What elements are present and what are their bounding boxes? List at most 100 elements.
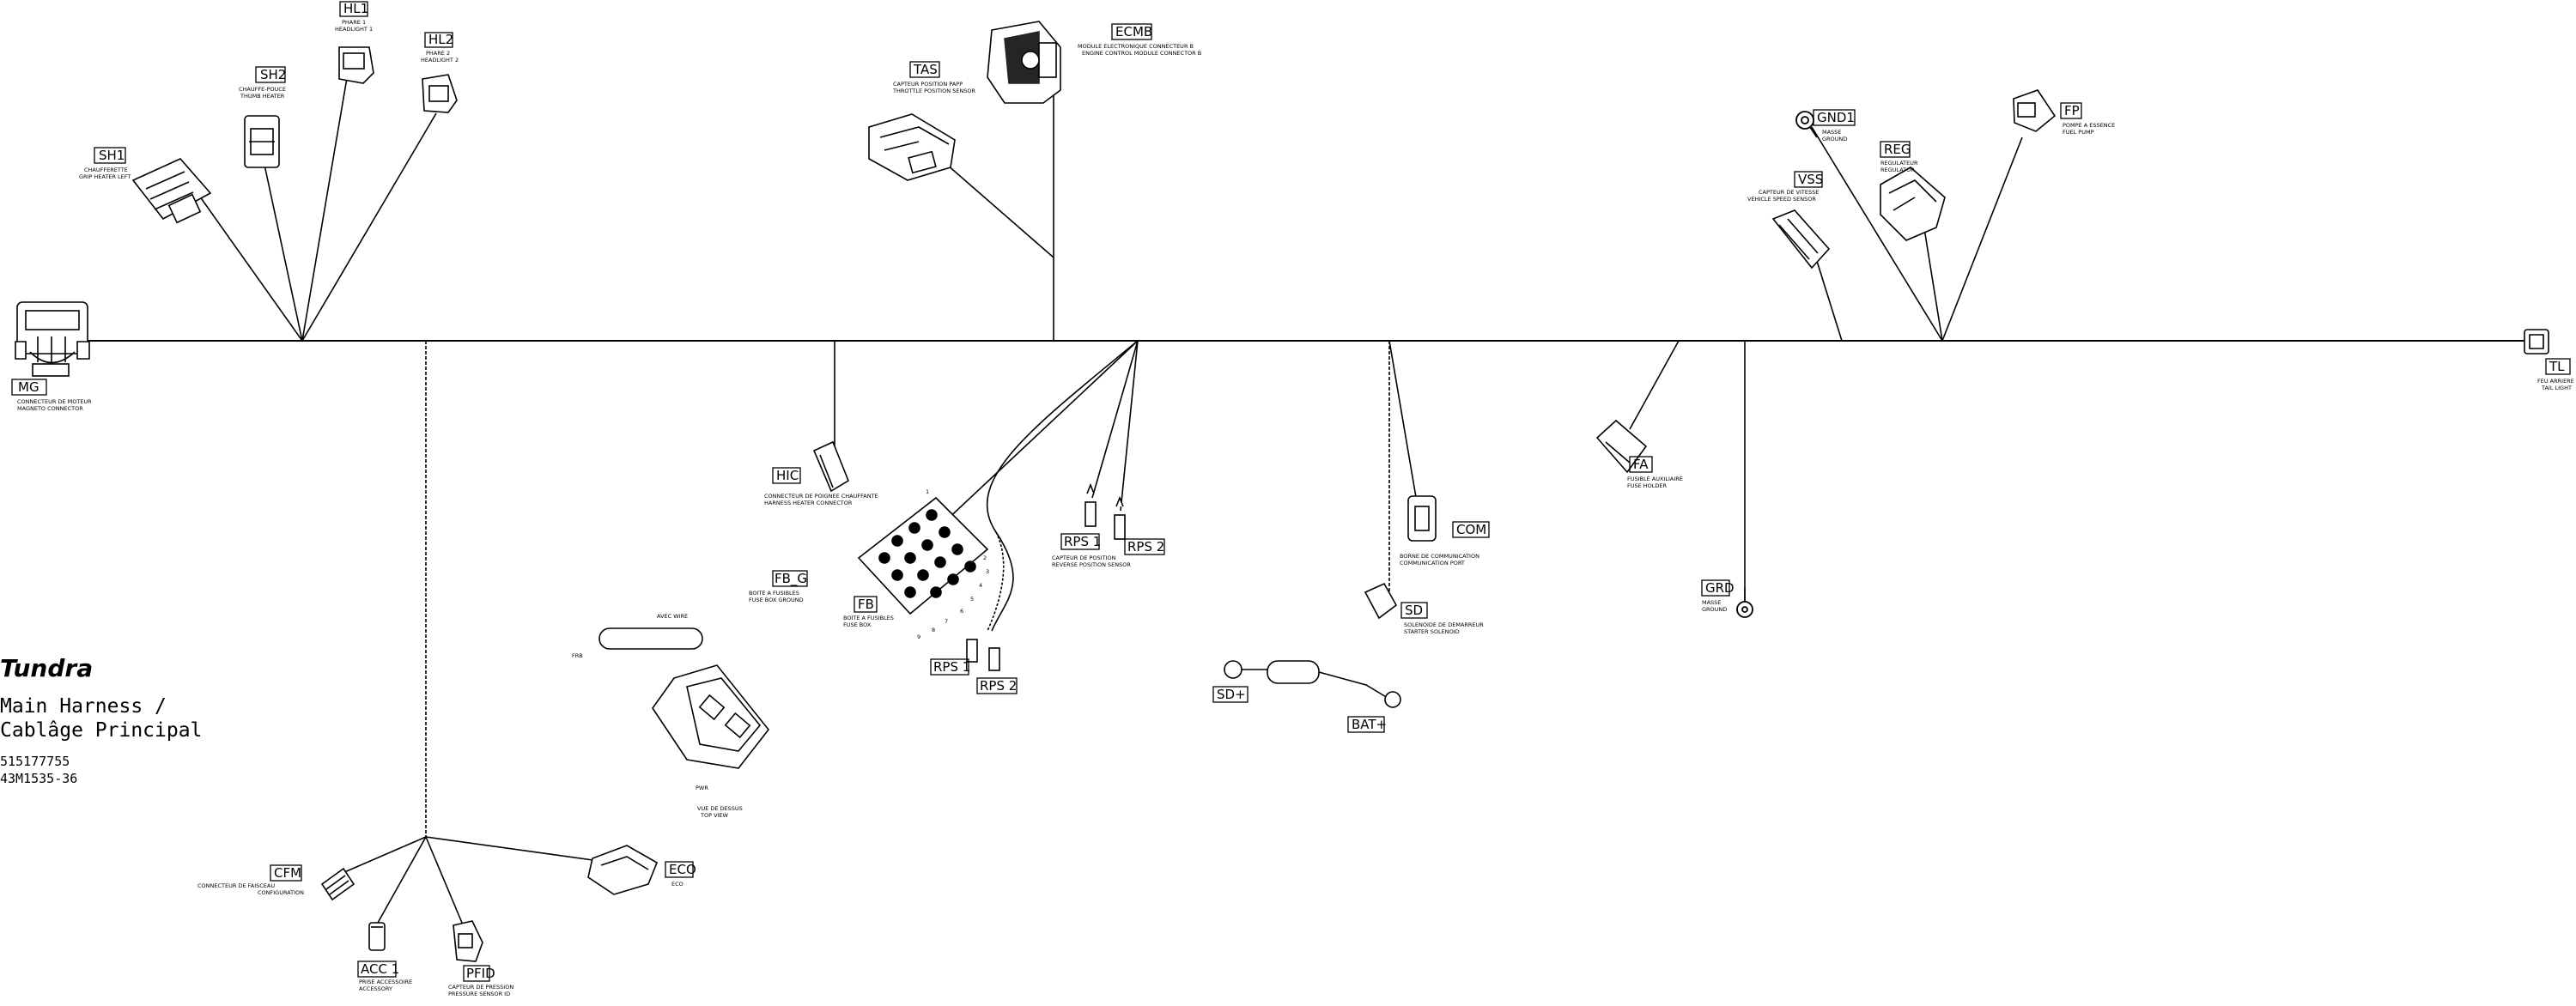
desc-frb-pwr: PWR [696,785,708,791]
model-name: Tundra [0,654,94,682]
desc-fp-1: POMPE A ESSENCE [2063,122,2115,129]
sh2-connector-icon [244,115,280,168]
desc-reg-1: REGULATEUR [1880,160,1918,167]
label-hl2: HL2 [428,32,453,47]
desc-frb-bottom-2: TOP VIEW [700,812,729,819]
fa-connector-icon [1595,419,1648,474]
title-english: Main Harness / [0,695,167,718]
fb-pin-4: 4 [979,582,982,589]
desc-tas-2: THROTTLE POSITION SENSOR [892,88,975,94]
desc-vss-2: VEHICLE SPEED SENSOR [1747,196,1816,203]
fb-pin-6: 6 [960,608,963,615]
desc-fb-2: FUSE BOX [843,621,872,628]
branch-wire-fp [1941,136,2023,342]
desc-sh2-1: CHAUFFE-POUCE [239,86,286,93]
label-tl: TL [2549,359,2565,374]
label-gnd1: GND1 [1817,110,1855,125]
sh1-connector-icon [131,158,212,224]
desc-acc1-2: ACCESSORY [359,985,392,992]
fb-fusebox-icon [857,496,989,615]
label-sh1: SH1 [99,148,125,163]
gnd1-terminal-icon [1795,111,1818,138]
desc-hl1-1: PHARE 1 [342,19,366,26]
hl2-connector-icon [422,74,458,113]
branch-wire-gnd1 [1811,126,1943,342]
title-french: Cablâge Principal [0,719,203,742]
fb-pin-1: 1 [926,488,929,495]
label-pfid: PFID [466,966,495,981]
desc-frb-left: FRB [572,652,583,659]
com-connector-icon [1407,495,1437,542]
mg-connector-icon [15,301,90,377]
label-hl1: HL1 [343,1,368,16]
ecmb-connector-icon [987,21,1061,104]
branch-wire-sh1 [197,192,303,342]
label-rps2-upper: RPS 2 [1127,539,1164,555]
label-grd: GRD [1705,580,1735,596]
desc-grd-1: MASSE [1702,599,1721,606]
label-acc1: ACC 1 [361,961,399,977]
desc-fa-2: FUSE HOLDER [1627,482,1668,489]
desc-hic-2: HARNESS HEATER CONNECTOR [764,500,853,506]
desc-grd-2: GROUND [1702,606,1727,613]
reg-connector-icon [1880,167,1946,241]
tl-connector-icon [2524,329,2549,355]
desc-hic-1: CONNECTEUR DE POIGNEE CHAUFFANTE [764,493,878,500]
branch-wire-rps-lower [986,340,1139,632]
desc-acc1-1: PRISE ACCESSOIRE [359,979,412,985]
fb-pin-2: 2 [983,555,987,561]
desc-sd-2: STARTER SOLENOID [1404,628,1460,635]
sd-connector-icon [1364,582,1398,620]
branch-wire-hl1 [301,72,349,342]
branch-wire-cfm [336,836,427,876]
branch-wire-reg [1923,222,1943,342]
desc-vss-1: CAPTEUR DE VITESSE [1759,189,1819,196]
desc-tl-2: TAIL LIGHT [2541,385,2572,391]
desc-fb-1: BOITE A FUSIBLES [843,615,894,621]
desc-ecmb-1: MODULE ELECTRONIQUE CONNECTEUR B [1078,43,1194,50]
label-reg: REG [1884,142,1911,157]
desc-fa-1: FUSIBLE AUXILIAIRE [1627,476,1683,482]
branch-wire-fa [1629,340,1680,430]
label-ecmb: ECMB [1115,24,1152,39]
branch-wire-fb [942,340,1139,524]
branch-wire-hl2 [301,112,437,342]
label-rps2-lower: RPS 2 [980,678,1017,694]
desc-tas-1: CAPTEUR POSITION PAPP [893,81,963,88]
desc-hl2-2: HEADLIGHT 2 [421,57,459,64]
desc-frb-bottom-1: VUE DE DESSUS [697,805,743,812]
label-bat-plus: BAT+ [1352,717,1387,732]
vss-connector-icon [1771,209,1831,270]
tas-connector-icon [868,113,956,181]
branch-wire-com [1388,340,1418,503]
hic-connector-icon [812,440,849,493]
desc-hl2-1: PHARE 2 [426,50,450,57]
desc-gnd1-1: MASSE [1822,129,1841,136]
branch-wire-pfid [425,836,463,924]
title-block: Tundra Main Harness / Cablâge Principal … [0,645,309,787]
label-tas: TAS [913,62,938,77]
desc-com-2: COMMUNICATION PORT [1400,560,1465,567]
label-cfm: CFM [274,865,301,881]
part-number: 515177755 [0,754,70,769]
branch-wire-acc1 [377,836,427,924]
eco-connector-icon [587,845,659,895]
desc-cfm-1: CONNECTEUR DE FAISCEAU [197,882,275,889]
label-fb: FB [858,597,874,612]
label-sd-plus: SD+ [1217,687,1246,702]
desc-fbg-1: BOITE A FUSIBLES [749,590,799,597]
fb-pin-8: 8 [932,627,935,633]
desc-eco-1: ECO [671,881,683,888]
branch-wire-rps2 [1120,340,1139,512]
grd-terminal-icon [1736,588,1753,618]
label-fa: FA [1633,457,1649,472]
fp-connector-icon [2013,89,2057,132]
label-fp: FP [2064,103,2080,118]
desc-rps-2: REVERSE POSITION SENSOR [1052,561,1131,568]
desc-ecmb-2: ENGINE CONTROL MODULE CONNECTOR B [1082,50,1201,57]
desc-mg-2: MAGNETO CONNECTOR [17,405,83,412]
desc-com-1: BORNE DE COMMUNICATION [1400,553,1479,560]
ref-number: 43M1535-36 [0,771,78,786]
desc-cfm-2: CONFIGURATION [258,889,304,896]
